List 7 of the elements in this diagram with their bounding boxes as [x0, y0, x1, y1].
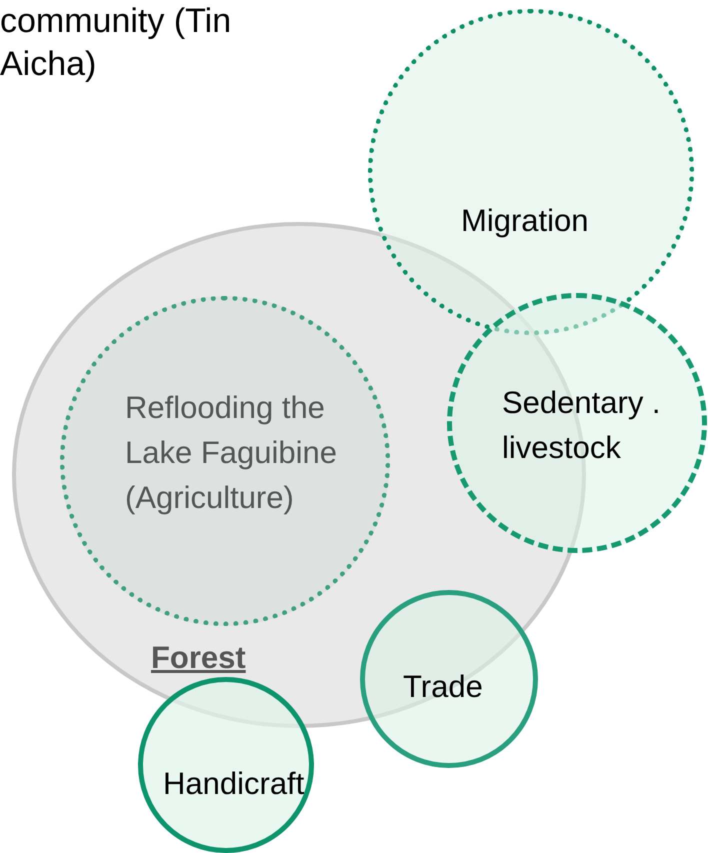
circle-label: Trade: [403, 668, 484, 706]
circle-label: Handicraft: [163, 765, 306, 803]
circle-label: Migration: [461, 202, 590, 240]
circle-label: Forest: [151, 639, 246, 677]
title: community (Tin Aicha): [0, 1, 232, 84]
circle-label: Reflooding the Lake Faguibine (Agriculture): [125, 389, 338, 517]
circle-label: Sedentary . livestock: [502, 384, 662, 467]
